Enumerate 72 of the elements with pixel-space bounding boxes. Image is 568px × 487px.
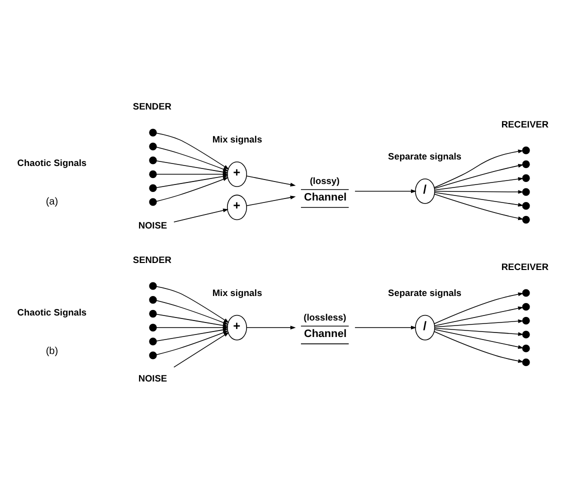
node-text: (lossless) Channel xyxy=(304,312,347,340)
node-circle xyxy=(522,160,530,168)
node-circle xyxy=(149,156,157,164)
arrow xyxy=(434,292,524,324)
arrow xyxy=(434,330,524,362)
arrow xyxy=(434,176,524,190)
node-ellipse: / xyxy=(415,314,436,340)
arrow xyxy=(156,330,228,355)
arrow xyxy=(434,163,524,188)
node-circle xyxy=(522,344,530,352)
node-label: Separate signals xyxy=(388,151,462,162)
node-circle xyxy=(149,198,157,206)
node-circle xyxy=(522,330,530,338)
arrow xyxy=(434,327,524,336)
node-circle xyxy=(149,309,157,318)
node-circle xyxy=(522,316,530,324)
arrow xyxy=(434,190,524,194)
node-label: Separate signals xyxy=(388,288,462,298)
arrow xyxy=(434,193,524,220)
arrow xyxy=(156,300,228,324)
node-circle xyxy=(149,323,157,331)
node-text: NOISE xyxy=(138,220,168,230)
node-label: Mix signals xyxy=(212,288,262,298)
node-circle xyxy=(149,184,157,192)
arrow xyxy=(434,328,524,348)
node-text: NOISE xyxy=(138,373,168,384)
arrow xyxy=(174,332,230,368)
arrow xyxy=(156,286,230,322)
label: SENDER xyxy=(132,101,172,112)
node-circle xyxy=(522,215,530,224)
label: Chaotic Signals xyxy=(17,157,87,168)
node-circle xyxy=(149,282,157,290)
node-circle xyxy=(522,288,530,296)
node-circle xyxy=(149,170,157,178)
arrow xyxy=(354,188,416,193)
node-ellipse: + xyxy=(226,161,247,186)
node-circle xyxy=(522,358,530,366)
arrow xyxy=(434,192,524,206)
arrow xyxy=(156,327,228,341)
node-circle xyxy=(149,337,157,345)
arrow xyxy=(246,325,296,330)
arrow xyxy=(434,149,524,188)
node-circle xyxy=(149,142,157,150)
label: RECEIVER xyxy=(501,261,549,272)
arrow xyxy=(434,306,524,326)
arrow xyxy=(156,174,228,188)
arrow xyxy=(156,132,230,170)
arrow xyxy=(246,175,296,186)
node-circle xyxy=(522,302,530,310)
label: (b) xyxy=(46,346,58,357)
node-ellipse: + xyxy=(226,194,247,220)
arrow xyxy=(156,146,228,171)
arrow xyxy=(156,176,228,202)
label: SENDER xyxy=(132,254,172,264)
node-label: Mix signals xyxy=(212,134,262,144)
label: (a) xyxy=(46,196,58,208)
node-ellipse: + xyxy=(226,314,247,340)
arrow xyxy=(354,325,416,330)
arrow xyxy=(174,208,228,222)
node-circle xyxy=(522,174,530,182)
node-circle xyxy=(149,296,157,304)
node-ellipse: / xyxy=(415,178,436,204)
label: RECEIVER xyxy=(501,118,549,129)
arrow xyxy=(246,195,296,206)
label: Chaotic Signals xyxy=(17,306,87,317)
node-circle xyxy=(522,202,530,210)
node-text: (lossy) Channel xyxy=(304,175,347,204)
node-circle xyxy=(149,351,157,359)
node-circle xyxy=(149,128,157,136)
node-circle xyxy=(522,146,530,154)
node-circle xyxy=(522,188,530,196)
arrow xyxy=(434,318,524,327)
